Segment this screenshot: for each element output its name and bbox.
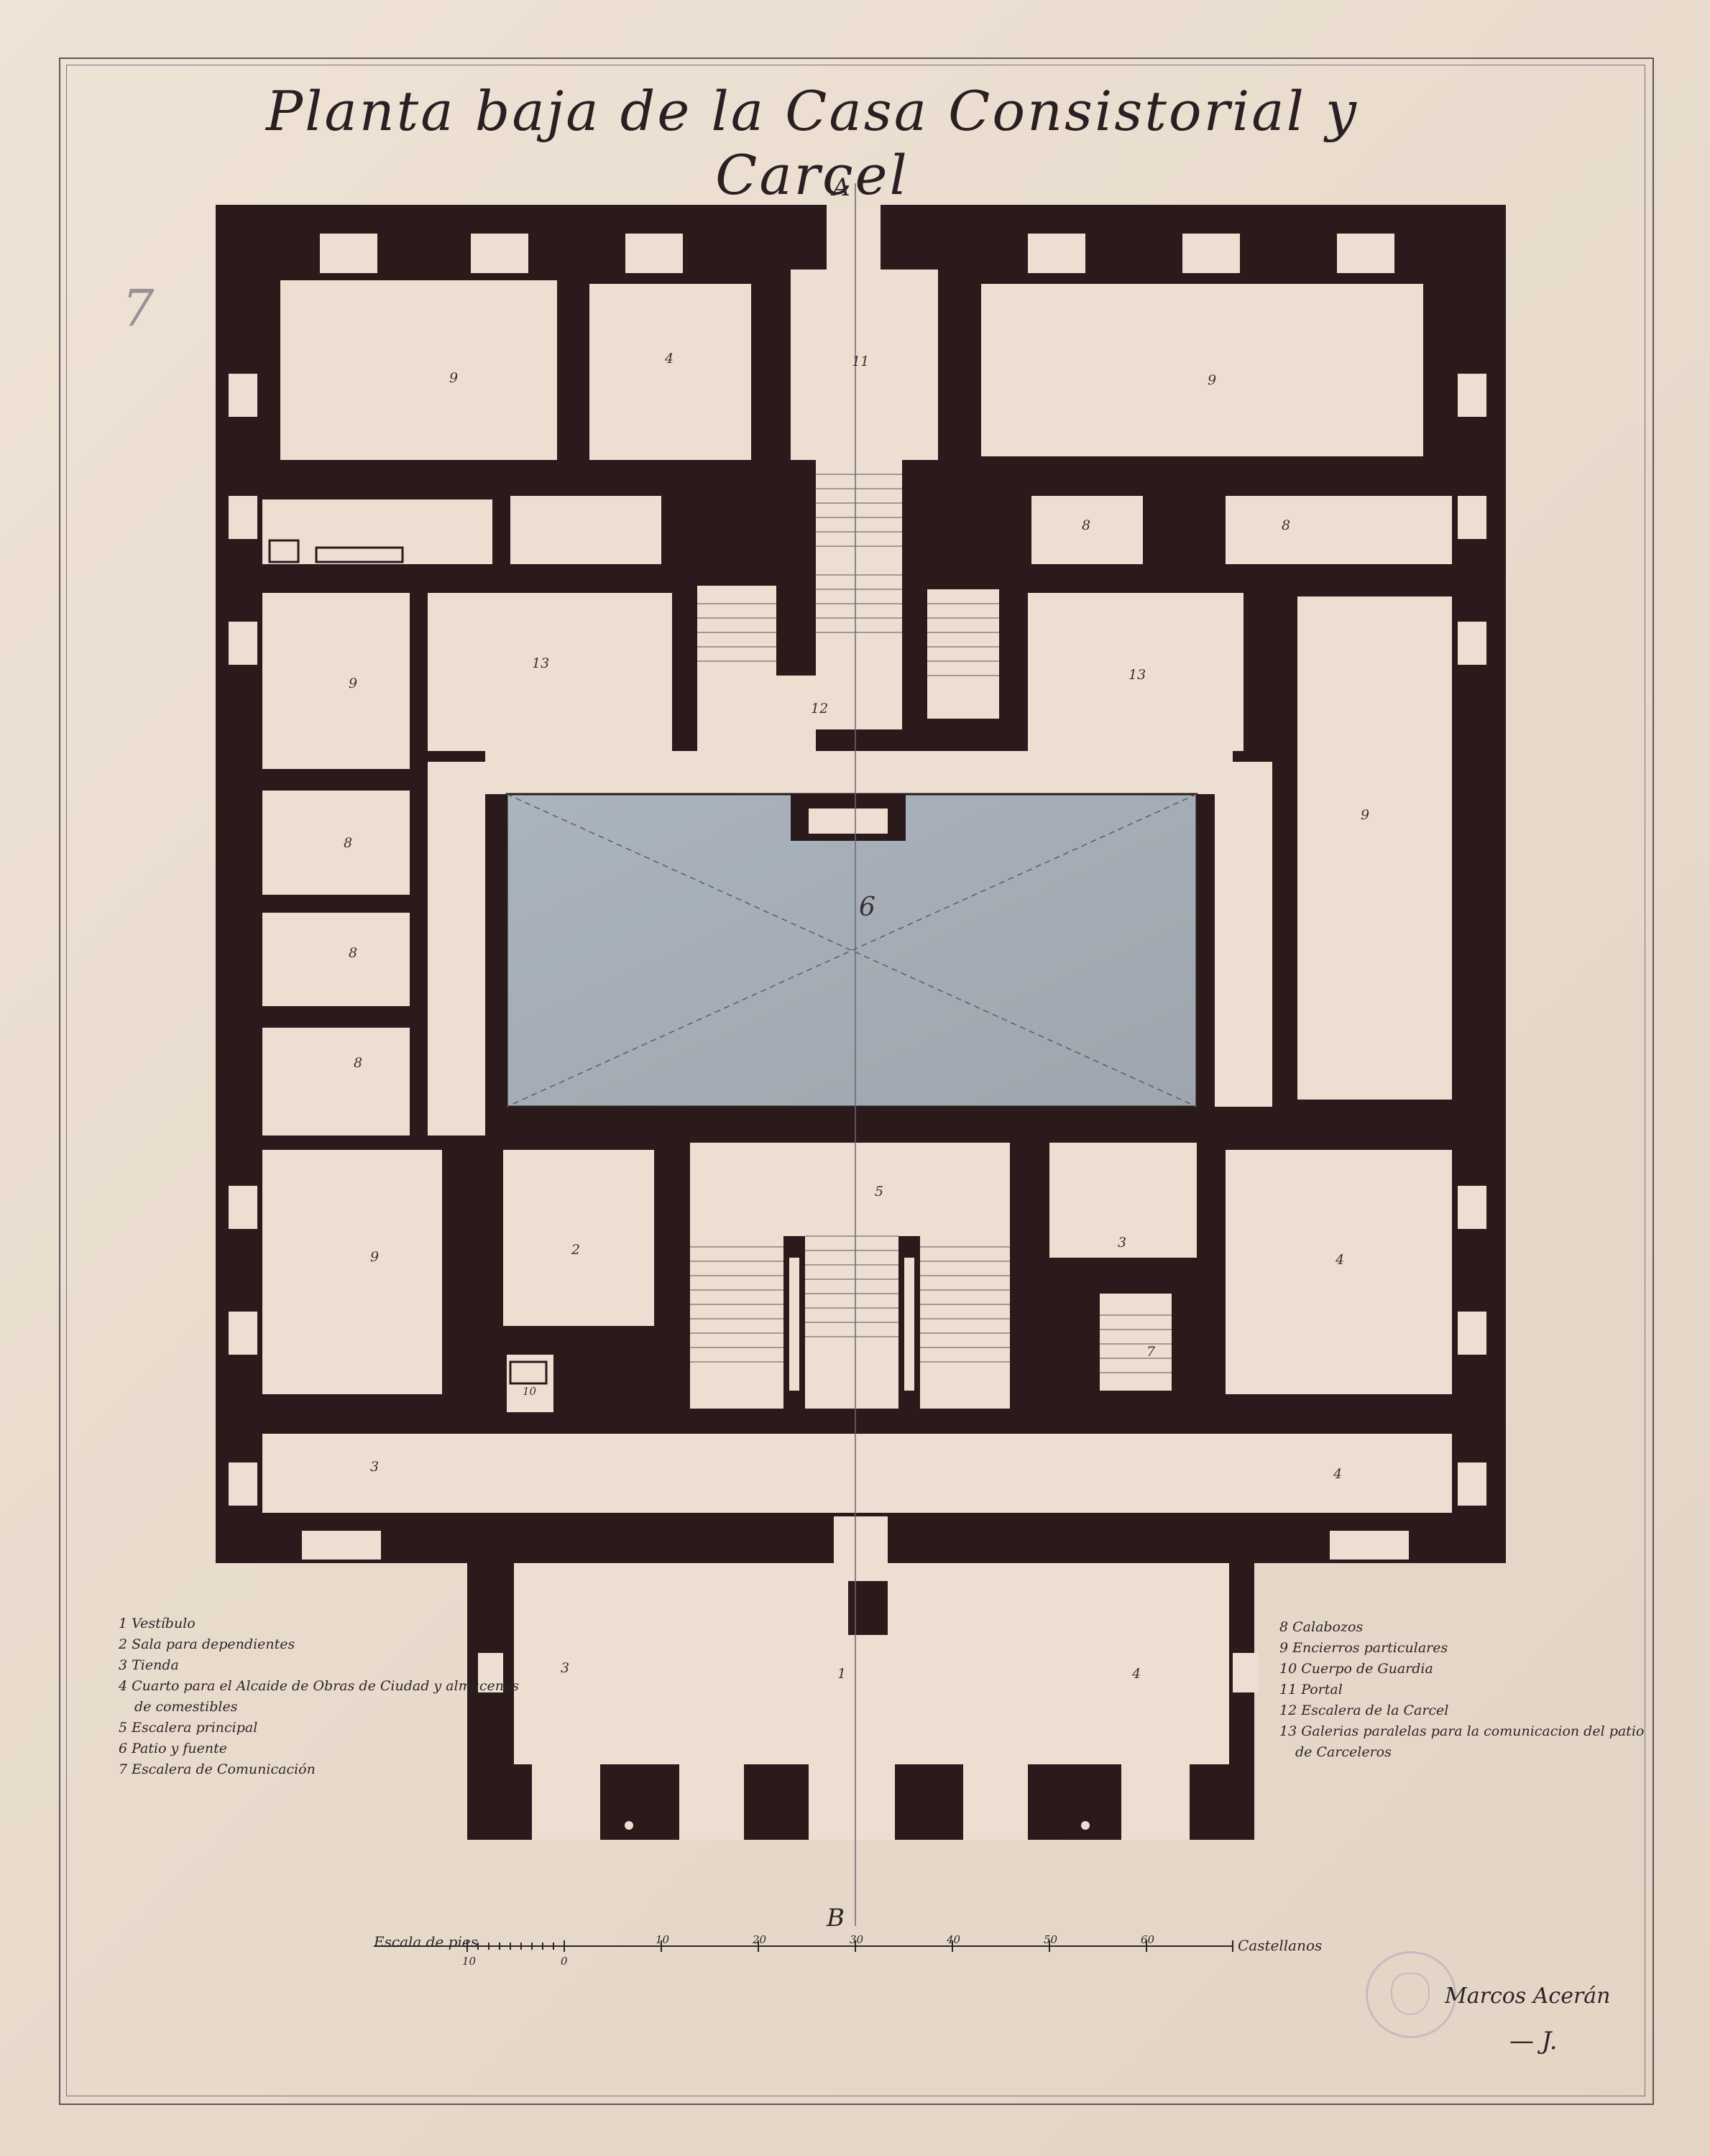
room-label: 5 — [875, 1184, 884, 1199]
legend-item: 8 Calabozos — [1279, 1619, 1364, 1635]
scale-unit: Castellanos — [1238, 1937, 1323, 1954]
room-label: 8 — [349, 945, 358, 961]
room-label: 9 — [449, 370, 459, 386]
cell-left-c — [262, 1028, 410, 1135]
patio-label: 6 — [859, 893, 875, 922]
room-upper-center-left — [589, 284, 751, 460]
legend-item: 4 Cuarto para el Alcaide de Obras de Ciu… — [119, 1678, 520, 1694]
pencil-mark: 7 — [122, 279, 155, 338]
room-center-left-13 — [428, 593, 672, 751]
room-cells-right-b — [1226, 496, 1452, 564]
legend-left: 1 Vestíbulo 2 Sala para dependientes 3 T… — [119, 1613, 519, 1780]
stair-7 — [1100, 1294, 1172, 1391]
legend-item: 11 Portal — [1279, 1682, 1343, 1697]
scale-tick-label: 10 — [462, 1955, 477, 1968]
room-low-left — [262, 1150, 442, 1394]
room-upper-left — [280, 280, 557, 460]
room-label: 12 — [811, 701, 829, 717]
axis-mark-top: A — [830, 173, 850, 202]
room-upper-right — [981, 284, 1423, 456]
legend-item: 3 Tienda — [119, 1657, 179, 1673]
room-low-2 — [503, 1150, 654, 1326]
scale-tick-label: 60 — [1141, 1933, 1155, 1946]
legend-item: 5 Escalera principal — [119, 1720, 258, 1736]
facade-windows — [229, 234, 1486, 1692]
room-portal-11 — [791, 270, 938, 460]
room-cells-right-a — [1031, 496, 1143, 564]
stair-flight-upper — [816, 460, 902, 729]
room-label: 8 — [354, 1055, 363, 1071]
signature: Marcos Acerán — [1445, 1984, 1611, 2009]
room-label: 9 — [1208, 372, 1217, 388]
legend-item: 2 Sala para dependientes — [119, 1636, 295, 1652]
plan-title: Planta baja de la Casa Consistorial y Ca… — [265, 79, 1359, 207]
inner-border — [66, 65, 1645, 2096]
patio — [505, 793, 1198, 1108]
room-label: 2 — [571, 1242, 581, 1258]
room-label: 13 — [532, 655, 550, 671]
legend-item: 10 Cuerpo de Guardia — [1279, 1661, 1433, 1677]
room-label: 7 — [1146, 1344, 1156, 1360]
room-label: 9 — [1361, 807, 1370, 823]
stair-pillars — [783, 1236, 920, 1409]
cell-left-a — [262, 791, 410, 895]
room-12 — [697, 586, 776, 751]
scale-tick-label: 20 — [753, 1933, 767, 1946]
gallery — [262, 1434, 1452, 1513]
room-label: 4 — [665, 351, 674, 367]
room-label: 3 — [561, 1660, 570, 1676]
rooms — [262, 205, 1452, 1840]
scale-tick-label: 0 — [561, 1955, 568, 1968]
room-label: 3 — [370, 1459, 380, 1475]
kitchen-strip — [262, 499, 492, 564]
room-label: 3 — [1118, 1235, 1127, 1250]
room-label: 8 — [1282, 517, 1291, 533]
porch-details — [625, 1764, 1090, 1840]
legend-item: de comestibles — [134, 1699, 238, 1715]
axis-mark-bottom: B — [826, 1904, 845, 1932]
room-label: 9 — [349, 676, 358, 691]
room-label: 4 — [1333, 1466, 1343, 1482]
cell-left-b — [262, 913, 410, 1006]
scale-tick-label: 40 — [947, 1933, 961, 1946]
legend-item: 7 Escalera de Comunicación — [119, 1761, 316, 1777]
room-low-3 — [1049, 1143, 1197, 1258]
legend-right: 8 Calabozos 9 Encierros particulares 10 … — [1279, 1617, 1644, 1763]
legend-item: 13 Galerias paralelas para la comunicaci… — [1279, 1723, 1645, 1739]
scale-tick-label: 50 — [1044, 1933, 1058, 1946]
library-stamp — [1366, 1951, 1456, 2038]
scale-tick-label: 10 — [656, 1933, 670, 1946]
kitchen-fixtures — [268, 539, 548, 1385]
stair-treads — [690, 474, 1172, 1373]
legend-item: de Carceleros — [1295, 1744, 1392, 1760]
outer-border — [59, 57, 1654, 2105]
legend-item: 6 Patio y fuente — [119, 1741, 227, 1756]
scale-tick-label: 30 — [850, 1933, 864, 1946]
room-low-right — [1226, 1150, 1452, 1394]
room-label: 1 — [837, 1666, 847, 1682]
room-center-right-13 — [1028, 593, 1244, 751]
legend-item: 1 Vestíbulo — [119, 1616, 196, 1631]
room-label: 4 — [1132, 1666, 1141, 1682]
room-label: 10 — [523, 1385, 537, 1398]
stamp-crest — [1391, 1973, 1430, 2015]
legend-item: 9 Encierros particulares — [1279, 1640, 1448, 1656]
legend-item: 12 Escalera de la Carcel — [1279, 1703, 1449, 1718]
room-label: 4 — [1336, 1252, 1345, 1268]
room-label: 8 — [344, 835, 353, 851]
room-label: 13 — [1128, 667, 1146, 683]
scale-bar — [374, 1940, 1233, 1952]
room-label: 11 — [852, 354, 870, 369]
vestibulo — [514, 1635, 1229, 1764]
room-label: 9 — [370, 1249, 380, 1265]
scale-title: Escala de pies — [374, 1933, 478, 1950]
room-left-13 — [262, 593, 410, 769]
signature-flourish: — J. — [1509, 2027, 1558, 2055]
room-label: 8 — [1082, 517, 1091, 533]
room-right-9 — [1297, 596, 1452, 1100]
